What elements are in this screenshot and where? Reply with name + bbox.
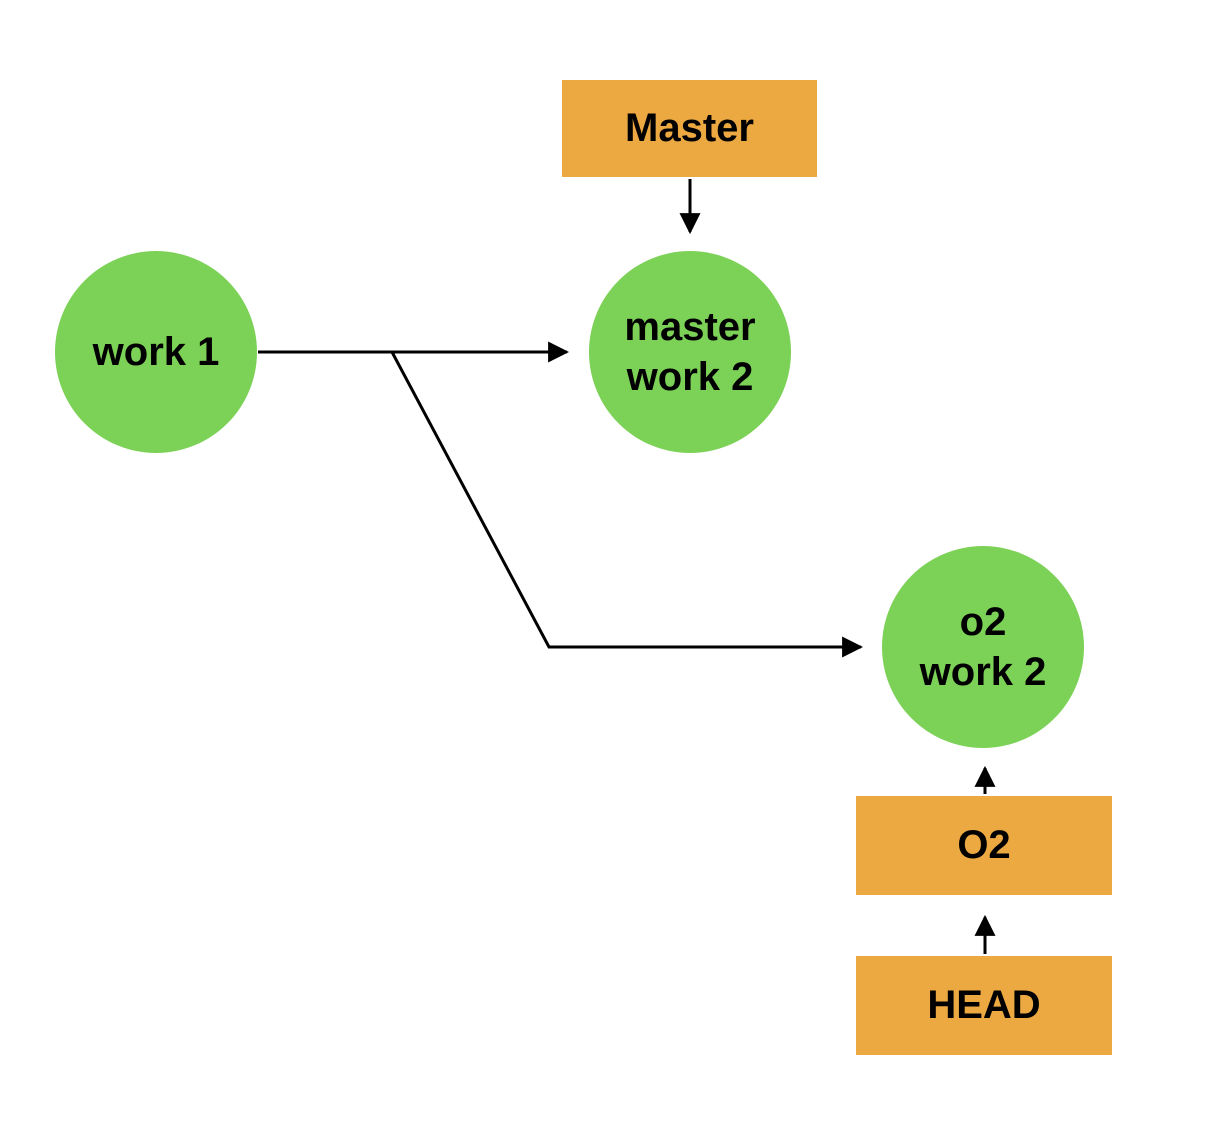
branch-label-master-text: Master [625, 106, 754, 150]
branch-label-o2: O2 [856, 796, 1112, 895]
commit-node-o2-work2-line2: work 2 [919, 650, 1047, 694]
commit-node-o2-work2-line1: o2 [959, 600, 1007, 644]
head-label-text: HEAD [927, 983, 1041, 1027]
commit-node-work1: work 1 [55, 251, 257, 453]
commit-node-master-work2-line2: work 2 [626, 355, 754, 399]
commit-node-work1-label: work 1 [92, 330, 220, 374]
commit-node-o2-work2: o2 work 2 [882, 546, 1084, 748]
branch-label-o2-text: O2 [957, 823, 1011, 867]
commit-node-master-work2-line1: master [624, 305, 756, 349]
edge-work1-to-o2work2 [390, 351, 864, 658]
branch-label-master: Master [562, 80, 817, 177]
commit-node-master-work2: master work 2 [589, 251, 791, 453]
head-label: HEAD [856, 956, 1112, 1055]
